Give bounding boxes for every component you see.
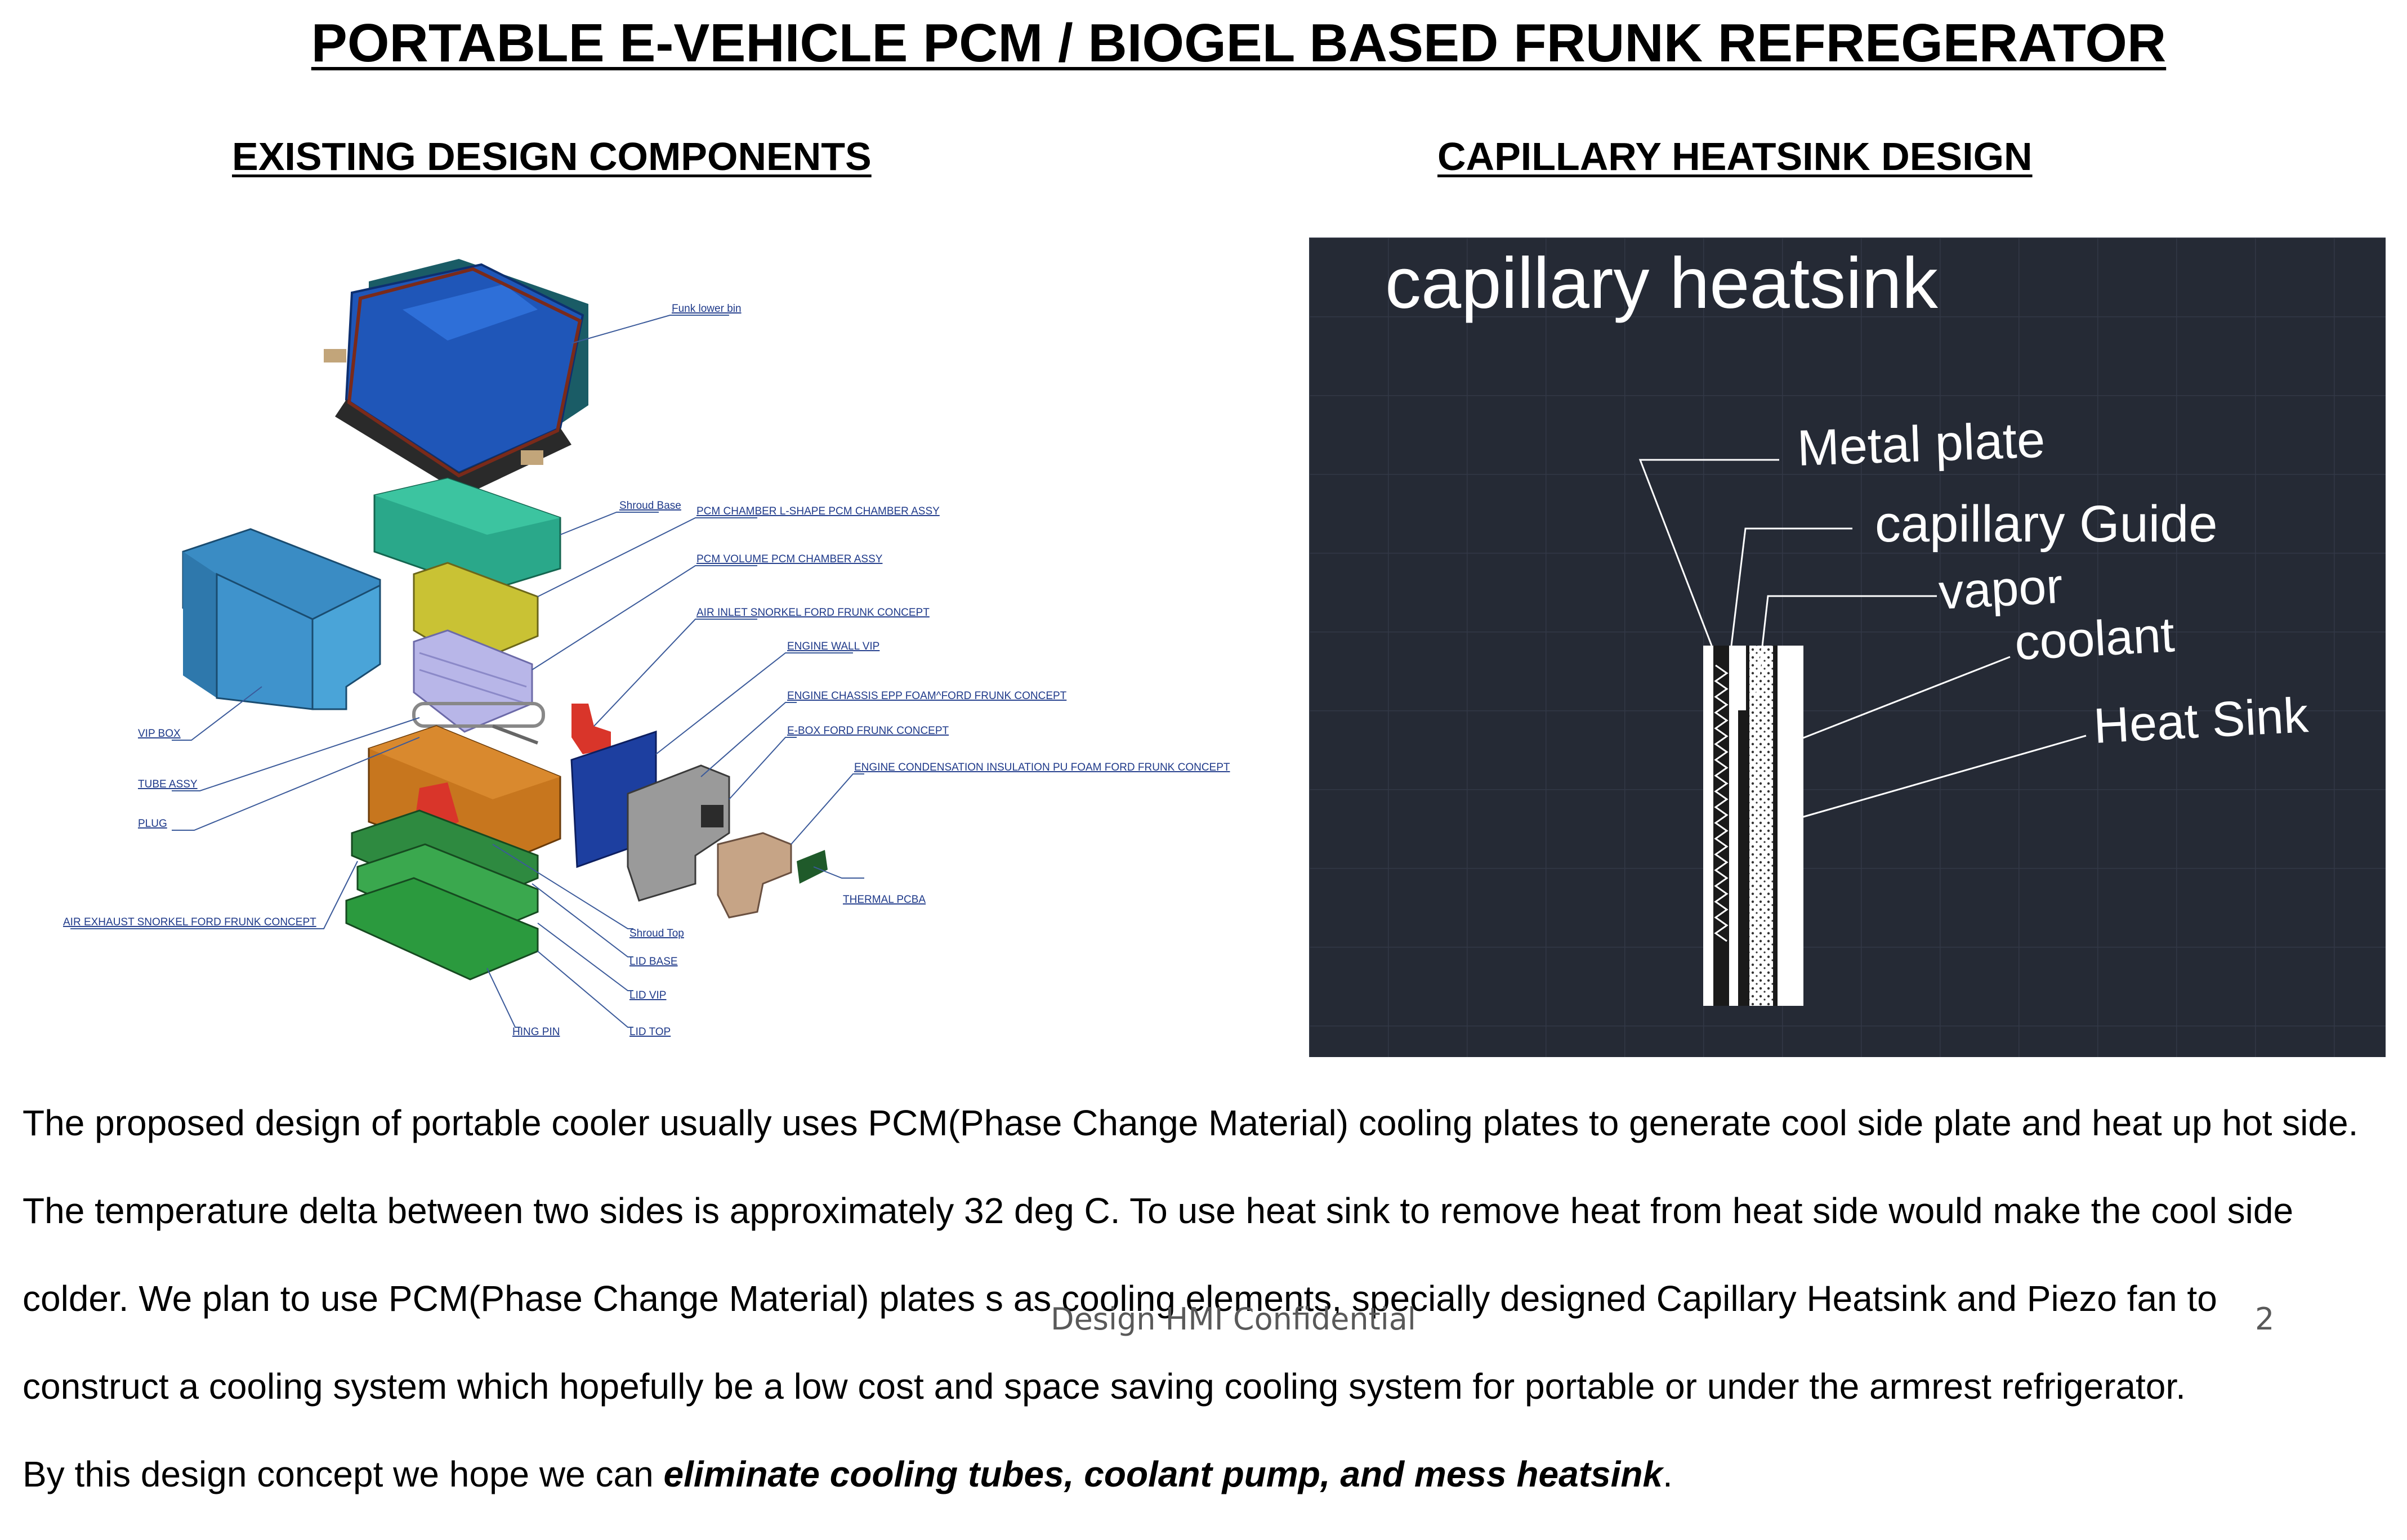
label-vapor: vapor	[1937, 558, 2064, 620]
label-metal-plate: Metal plate	[1796, 412, 2046, 477]
tube-assy-part	[412, 702, 545, 745]
label-pcm-volume: PCM VOLUME PCM CHAMBER ASSY	[696, 553, 883, 565]
paragraph-line: colder. We plan to use PCM(Phase Change …	[23, 1278, 2217, 1319]
last-line-suffix: .	[1663, 1454, 1673, 1494]
last-line-prefix: By this design concept we hope we can	[23, 1454, 664, 1494]
label-tube-assy: TUBE ASSY	[138, 778, 198, 790]
label-shroud-base: Shroud Base	[619, 500, 681, 512]
label-frunk-lower-bin: Funk lower bin	[672, 303, 742, 315]
capillary-heatsink-heading: CAPILLARY HEATSINK DESIGN	[1437, 135, 2033, 178]
capillary-heading-text: capillary heatsink	[1385, 243, 1939, 324]
description-paragraph: The proposed design of portable cooler u…	[23, 1057, 2387, 1540]
slide-title: PORTABLE E-VEHICLE PCM / BIOGEL BASED FR…	[311, 13, 2167, 73]
thermal-pcba-part	[797, 850, 828, 884]
label-shroud-top: Shroud Top	[629, 928, 684, 939]
paragraph-line: The temperature delta between two sides …	[23, 1190, 2294, 1231]
paragraph-last-line: By this design concept we hope we can el…	[23, 1452, 2387, 1496]
label-plug: PLUG	[138, 818, 167, 830]
footer-confidential: Design HMI Confidential	[1051, 1301, 1416, 1337]
label-hing-pin: HING PIN	[512, 1026, 560, 1038]
label-vip-box: VIP BOX	[138, 728, 181, 740]
label-thermal-pcba: THERMAL PCBA	[843, 894, 926, 906]
label-engine-condensation: ENGINE CONDENSATION INSULATION PU FOAM F…	[854, 762, 1230, 773]
capillary-heatsink-diagram: capillary heatsink Metal plate capillary…	[1309, 238, 2386, 1057]
label-air-exhaust: AIR EXHAUST SNORKEL FORD FRUNK CONCEPT	[63, 916, 316, 928]
label-e-box: E-BOX FORD FRUNK CONCEPT	[787, 725, 949, 737]
label-engine-wall-vip: ENGINE WALL VIP	[787, 641, 879, 652]
exploded-view-diagram: Funk lower bin Shroud Base PCM CHAMBER L…	[63, 259, 1230, 1038]
paragraph-line: The proposed design of portable cooler u…	[23, 1103, 2359, 1143]
label-pcm-chamber: PCM CHAMBER L-SHAPE PCM CHAMBER ASSY	[696, 505, 940, 517]
shroud-base-part	[373, 477, 561, 592]
existing-design-heading: EXISTING DESIGN COMPONENTS	[232, 135, 872, 178]
frunk-lower-bin-part	[324, 259, 588, 495]
label-air-inlet: AIR INLET SNORKEL FORD FRUNK CONCEPT	[696, 607, 930, 619]
e-box-part	[717, 832, 792, 919]
page-number: 2	[2255, 1301, 2275, 1337]
emphasis-text: eliminate cooling tubes, coolant pump, a…	[663, 1454, 1663, 1494]
engine-chassis-part	[627, 764, 730, 902]
vip-box-part	[182, 528, 381, 710]
label-lid-top: LID TOP	[629, 1026, 671, 1038]
label-heat-sink: Heat Sink	[2092, 687, 2310, 754]
grid-background	[1309, 238, 2386, 1057]
label-engine-chassis: ENGINE CHASSIS EPP FOAM^FORD FRUNK CONCE…	[787, 690, 1067, 702]
paragraph-line: construct a cooling system which hopeful…	[23, 1366, 2186, 1407]
label-capillary-guide: capillary Guide	[1875, 495, 2218, 553]
label-coolant: coolant	[2013, 606, 2176, 670]
label-lid-base: LID BASE	[629, 956, 678, 968]
pcm-volume-part	[413, 629, 533, 733]
air-inlet-snorkel-part	[571, 704, 611, 754]
label-lid-vip: LID VIP	[629, 990, 666, 1001]
heatsink-stack	[1703, 646, 1803, 1006]
